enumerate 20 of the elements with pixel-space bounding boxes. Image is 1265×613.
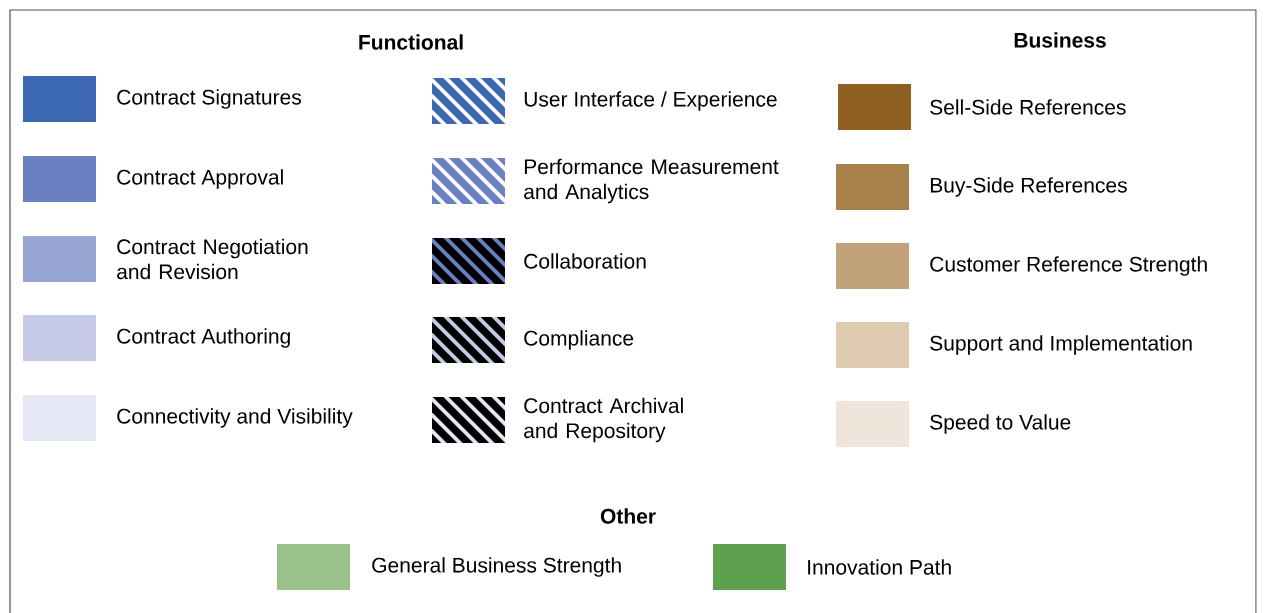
legend-label: Buy-Side References: [930, 177, 1127, 197]
legend-label: Innovation Path: [808, 559, 951, 575]
legend-label: Contract Archival and Repository: [524, 397, 683, 443]
section-heading: Functional: [359, 34, 463, 50]
legend-label: Contract Negotiation and Revision: [117, 238, 308, 280]
legend-label: Compliance: [524, 330, 634, 350]
legend-label: Collaboration: [524, 253, 646, 269]
legend-label: Sell-Side References: [930, 99, 1126, 115]
legend-label: Contract Authoring: [117, 328, 290, 348]
legend-label: Speed to Value: [930, 414, 1071, 434]
legend-label: Connectivity and Visibility: [117, 408, 353, 428]
legend-label: Performance Measurement and Analytics: [524, 158, 779, 204]
section-heading: Other: [600, 508, 656, 524]
legend-label: Support and Implementation: [930, 335, 1192, 355]
legend-label: Contract Signatures: [117, 89, 301, 109]
legend-label: User Interface / Experience: [524, 91, 777, 111]
legend-label: Contract Approval: [117, 169, 283, 189]
legend-label: General Business Strength: [372, 557, 621, 577]
section-heading: Business: [1014, 32, 1106, 48]
legend-label: Customer Reference Strength: [930, 256, 1207, 276]
